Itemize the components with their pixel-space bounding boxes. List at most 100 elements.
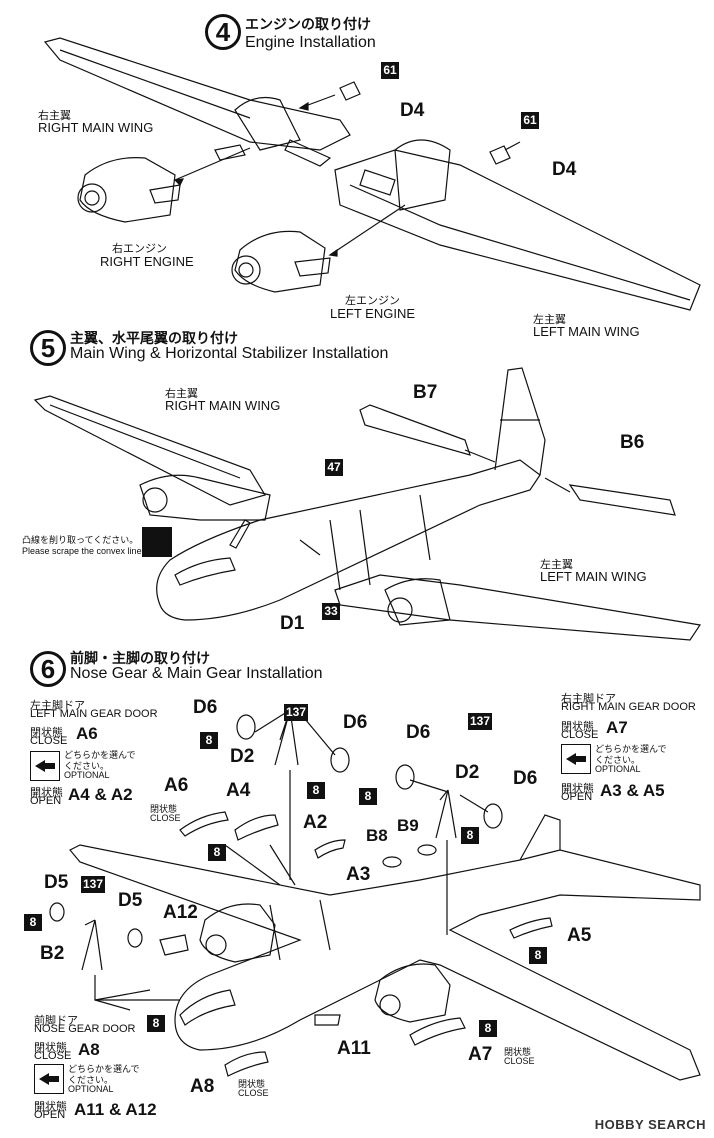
left-wing-label-en: LEFT MAIN WING: [540, 569, 647, 584]
scrape-note-en: Please scrape the convex line.: [22, 546, 145, 556]
step-6-title-en: Nose Gear & Main Gear Installation: [70, 665, 323, 682]
nose-open-jp: 開状態: [34, 1101, 67, 1113]
part-b8-label: B8: [366, 826, 388, 845]
part-33-box: 33: [322, 603, 340, 620]
step-5-title-en: Main Wing & Horizontal Stabilizer Instal…: [70, 345, 389, 362]
part-d4-label: D4: [552, 159, 577, 180]
optional-arrow-icon: [561, 744, 591, 774]
part-137-box: 137: [81, 876, 106, 893]
optional-jp-1: どちらかを選んで: [64, 750, 136, 760]
left-door-en: LEFT MAIN GEAR DOOR: [30, 708, 158, 720]
left-wing-label-en: LEFT MAIN WING: [533, 324, 640, 339]
step-number-6: 6: [30, 651, 66, 687]
part-8-box: 8: [24, 914, 42, 931]
right-close-part: A7: [606, 718, 628, 737]
left-close-en: CLOSE: [30, 735, 68, 747]
part-d2-label: D2: [230, 746, 255, 767]
step-4-title-jp: エンジンの取り付け: [245, 16, 371, 32]
step-number-4: 4: [205, 14, 241, 50]
part-8-box: 8: [461, 827, 479, 844]
right-wing-label-jp: 右主翼: [165, 388, 198, 400]
nose-open-en: OPEN: [34, 1109, 66, 1121]
optional-jp-2: ください。: [68, 1075, 114, 1085]
nose-door-jp: 前脚ドア: [34, 1015, 78, 1027]
part-d6-label: D6: [406, 722, 431, 743]
optional-arrow-icon: [34, 1064, 64, 1094]
nose-close-jp: 閉状態: [34, 1042, 67, 1054]
part-a5-label: A5: [567, 925, 592, 946]
optional-jp-2: ください。: [64, 761, 110, 771]
part-a2-label: A2: [303, 812, 328, 833]
part-8-box: 8: [359, 788, 377, 805]
close-label-jp: 閉状態: [150, 804, 178, 814]
part-a3-label: A3: [346, 864, 371, 885]
close-label-en: CLOSE: [150, 813, 181, 823]
part-8-box: 8: [200, 732, 218, 749]
optional-en: OPTIONAL: [68, 1084, 114, 1094]
part-d1-label: D1: [280, 613, 305, 634]
part-d6-label: D6: [343, 712, 368, 733]
close-label-en: CLOSE: [238, 1088, 269, 1098]
step-6-title-jp: 前脚・主脚の取り付け: [70, 650, 210, 666]
part-61-box: 61: [381, 62, 399, 79]
left-close-part: A6: [76, 724, 98, 743]
right-wing-label-en: RIGHT MAIN WING: [38, 120, 154, 135]
step-number-5: 5: [30, 330, 66, 366]
part-d2-label: D2: [455, 762, 480, 783]
close-label-en: CLOSE: [504, 1056, 535, 1066]
left-wing-label-jp: 左主翼: [533, 314, 566, 326]
left-open-en: OPEN: [30, 795, 62, 807]
part-b7-label: B7: [413, 382, 438, 403]
part-a11-label: A11: [337, 1038, 371, 1059]
scrape-note-jp: 凸線を削り取ってください。: [22, 535, 139, 545]
left-engine-label-jp: 左エンジン: [345, 295, 400, 307]
nose-open-parts: A11 & A12: [74, 1100, 157, 1119]
part-d5-label: D5: [118, 890, 143, 911]
watermark: HOBBY SEARCH: [594, 1117, 706, 1132]
part-b2-label: B2: [40, 943, 65, 964]
scrape-icon: [142, 527, 172, 557]
left-engine-label-en: LEFT ENGINE: [330, 306, 416, 321]
part-d4-label: D4: [400, 100, 425, 121]
right-door-jp: 右主脚ドア: [561, 693, 616, 705]
part-d6-label: D6: [193, 697, 218, 718]
right-door-en: RIGHT MAIN GEAR DOOR: [561, 701, 696, 713]
part-a6-label: A6: [164, 775, 189, 796]
left-wing-label-jp: 左主翼: [540, 559, 573, 571]
close-label-jp: 閉状態: [504, 1047, 532, 1057]
optional-en: OPTIONAL: [595, 764, 641, 774]
right-open-jp: 開状態: [561, 783, 594, 795]
part-a12-label: A12: [163, 902, 198, 923]
left-open-jp: 開状態: [30, 787, 63, 799]
step-5-title-jp: 主翼、水平尾翼の取り付け: [70, 330, 238, 346]
optional-jp-1: どちらかを選んで: [595, 744, 667, 754]
part-a4-label: A4: [226, 780, 251, 801]
part-8-box: 8: [529, 947, 547, 964]
optional-arrow-icon: [30, 751, 60, 781]
optional-jp-2: ください。: [595, 755, 641, 765]
nose-door-en: NOSE GEAR DOOR: [34, 1023, 136, 1035]
part-b6-label: B6: [620, 432, 645, 453]
part-8-box: 8: [479, 1020, 497, 1037]
optional-en: OPTIONAL: [64, 770, 110, 780]
right-engine-label-en: RIGHT ENGINE: [100, 254, 194, 269]
right-wing-label-jp: 右主翼: [38, 110, 71, 122]
step-4-title-en: Engine Installation: [245, 34, 376, 51]
optional-jp-1: どちらかを選んで: [68, 1064, 140, 1074]
part-d6-label: D6: [513, 768, 538, 789]
part-b9-label: B9: [397, 816, 419, 835]
right-close-jp: 閉状態: [561, 721, 594, 733]
right-open-en: OPEN: [561, 791, 593, 803]
left-close-jp: 閉状態: [30, 727, 63, 739]
right-open-parts: A3 & A5: [600, 781, 665, 800]
close-label-jp: 閉状態: [238, 1079, 266, 1089]
part-a8-label: A8: [190, 1076, 215, 1097]
part-137-box: 137: [284, 704, 309, 721]
part-a7-label: A7: [468, 1044, 493, 1065]
part-8-box: 8: [147, 1015, 165, 1032]
part-8-box: 8: [208, 844, 226, 861]
right-engine-label-jp: 右エンジン: [112, 243, 167, 255]
part-d5-label: D5: [44, 872, 69, 893]
part-137-box: 137: [468, 713, 493, 730]
